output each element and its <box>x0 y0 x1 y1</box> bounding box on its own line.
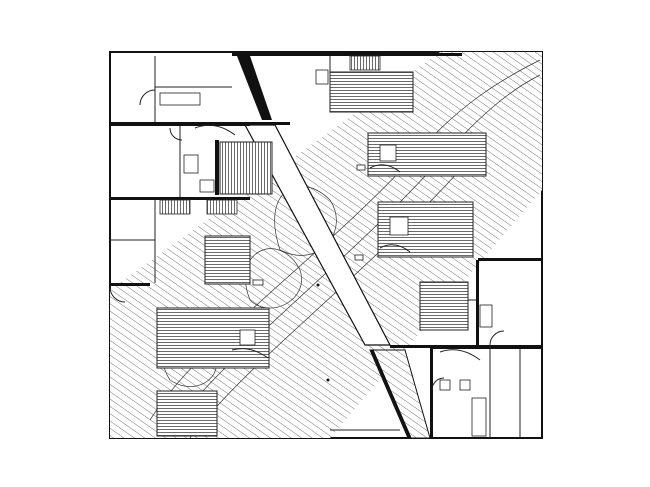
small-tags <box>252 164 366 382</box>
volume-right-stack <box>419 281 469 331</box>
door-swings <box>109 89 505 391</box>
volume-bottom-left <box>156 390 218 437</box>
interior-walls <box>110 53 542 438</box>
volume-top-right <box>329 71 414 113</box>
volume-top-left-vertical <box>219 141 273 195</box>
stairs <box>159 55 481 361</box>
inner-square-marks <box>239 144 409 346</box>
volume-left-mid <box>204 235 251 285</box>
fixtures <box>159 69 493 437</box>
